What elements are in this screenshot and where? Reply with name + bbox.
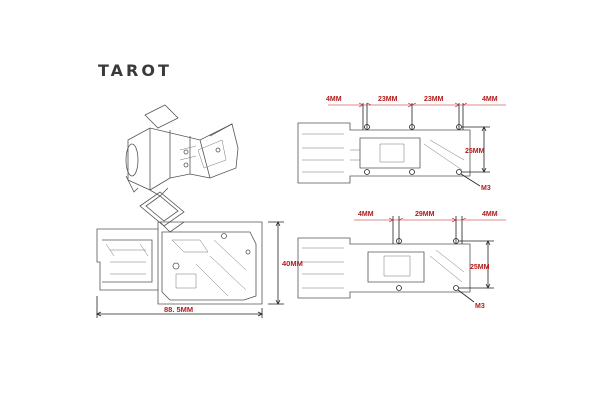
brand-logo: TAROT (98, 61, 172, 80)
dim-top-m3: M3 (481, 185, 491, 192)
dim-top-4mm-left: 4MM (326, 96, 342, 103)
dim-mid-29mm: 29MM (415, 211, 435, 218)
dim-top-4mm-right: 4MM (482, 96, 498, 103)
top-view-lower: 4MM 29MM 4MM 25MM M3 (297, 211, 506, 310)
top-view-upper: 4MM 23MM 23MM 4MM 25MM M3 (297, 96, 506, 192)
dim-top-25mm: 25MM (465, 148, 485, 155)
dim-mid-4mm-left: 4MM (358, 211, 374, 218)
dim-top-23mm-2: 23MM (424, 96, 444, 103)
dim-88-5mm: 88. 5MM (164, 305, 193, 314)
isometric-view (125, 104, 239, 233)
dim-mid-m3: M3 (475, 303, 485, 310)
dim-mid-25mm: 25MM (470, 264, 490, 271)
dim-mid-4mm-right: 4MM (482, 211, 498, 218)
side-view: 40MM 88. 5MM (96, 221, 303, 318)
dim-40mm: 40MM (282, 259, 303, 268)
dim-top-23mm-1: 23MM (378, 96, 398, 103)
